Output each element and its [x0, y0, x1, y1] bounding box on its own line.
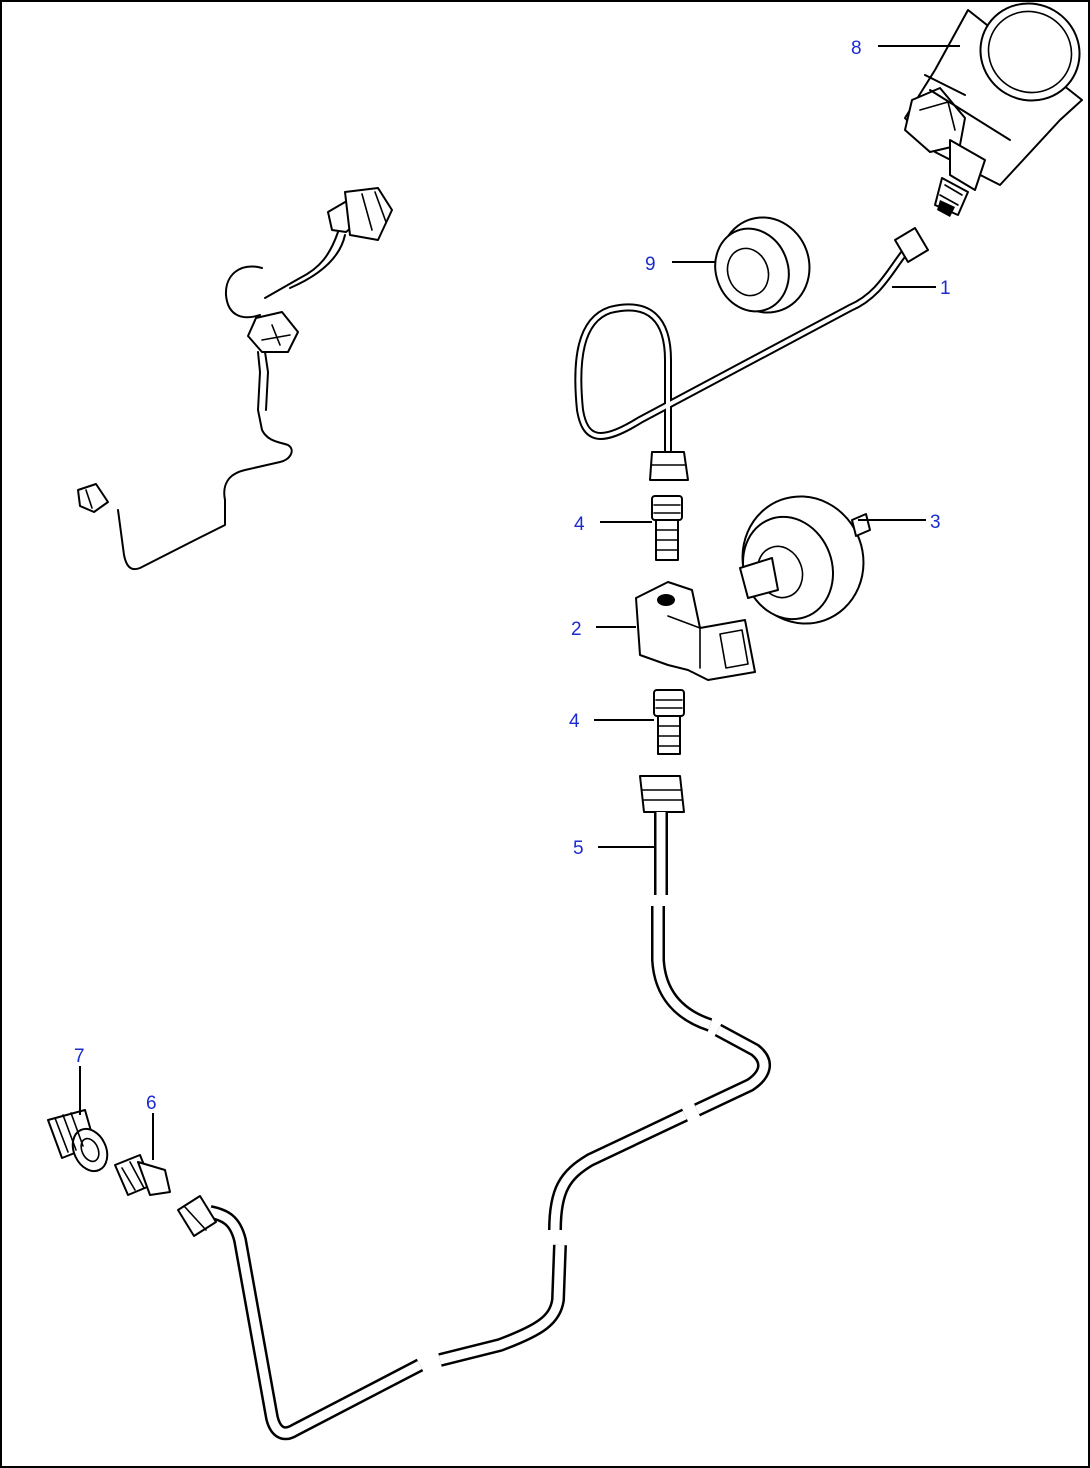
part-8-gauge — [904, 2, 1083, 217]
callout-label-9: 9 — [645, 254, 656, 275]
part-3-sender — [739, 495, 871, 625]
callout-4-upper: 4 — [574, 514, 652, 535]
callout-1: 1 — [892, 278, 951, 299]
part-7-plug — [47, 1109, 109, 1173]
part-6-adapter — [114, 1154, 171, 1196]
part-5-tube — [177, 775, 771, 1441]
callout-4-lower: 4 — [569, 711, 654, 732]
part-4-fitting-upper — [651, 495, 683, 561]
callout-label-7: 7 — [74, 1046, 85, 1067]
callout-label-5: 5 — [573, 838, 584, 859]
callout-7: 7 — [74, 1046, 85, 1115]
callout-label-2: 2 — [571, 619, 582, 640]
callout-label-3: 3 — [930, 512, 941, 533]
callout-8: 8 — [851, 38, 960, 59]
part-4-fitting-lower — [653, 689, 685, 755]
callout-label-1: 1 — [940, 278, 951, 299]
callout-3: 3 — [858, 512, 941, 533]
callout-6: 6 — [146, 1093, 157, 1160]
callout-label-8: 8 — [851, 38, 862, 59]
callout-label-4-lower: 4 — [569, 711, 580, 732]
callout-9: 9 — [645, 254, 716, 275]
part-2-bracket — [635, 581, 756, 681]
part-9-grommet — [714, 216, 811, 314]
callout-label-6: 6 — [146, 1093, 157, 1114]
callout-5: 5 — [573, 838, 654, 859]
callout-2: 2 — [571, 619, 636, 640]
callout-label-4-upper: 4 — [574, 514, 585, 535]
sensor-harness-assembly — [77, 187, 393, 571]
part-1-cable — [574, 227, 929, 481]
